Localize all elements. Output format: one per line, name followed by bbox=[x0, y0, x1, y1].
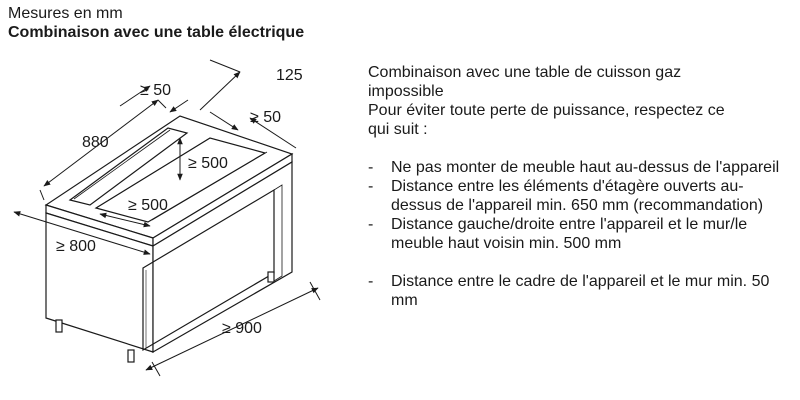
page-title: Combinaison avec une table électrique bbox=[8, 24, 305, 41]
intro-line: Pour éviter toute perte de puissance, re… bbox=[368, 102, 725, 119]
dim-cabinet-depth: ≥ 900 bbox=[222, 320, 262, 337]
dim-right-gap: ≥ 50 bbox=[250, 109, 281, 126]
list-item: Distance entre les éléments d'étagère ou… bbox=[368, 177, 788, 215]
notes-list: Ne pas monter de meuble haut au-dessus d… bbox=[368, 158, 788, 310]
dim-cutout-depth: ≥ 500 bbox=[188, 155, 228, 172]
dim-front-width: ≥ 800 bbox=[56, 238, 96, 255]
list-item: Distance entre le cadre de l'appareil et… bbox=[368, 272, 788, 310]
header: Mesures en mm Combinaison avec une table… bbox=[8, 4, 304, 42]
intro-line: Combinaison avec une table de cuisson ga… bbox=[368, 64, 682, 81]
intro-line: qui suit : bbox=[368, 121, 428, 138]
foot-right bbox=[267, 271, 275, 283]
dimension-lines bbox=[13, 59, 321, 377]
dimension-labels: ≥ 50 125 ≥ 50 880 ≥ 500 ≥ 500 ≥ 800 ≥ 90… bbox=[56, 67, 303, 337]
foot-front bbox=[127, 349, 135, 363]
list-item: Distance gauche/droite entre l'appareil … bbox=[368, 215, 788, 253]
dim-top-gap: ≥ 50 bbox=[140, 82, 171, 99]
intro-line: impossible bbox=[368, 83, 444, 100]
list-item: Ne pas monter de meuble haut au-dessus d… bbox=[368, 158, 788, 177]
units-label: Mesures en mm bbox=[8, 5, 123, 22]
foot-left bbox=[55, 319, 63, 333]
dim-depth: 880 bbox=[82, 134, 109, 151]
installation-diagram: ≥ 50 125 ≥ 50 880 ≥ 500 ≥ 500 ≥ 800 ≥ 90… bbox=[13, 59, 321, 377]
notes-intro: Combinaison avec une table de cuisson ga… bbox=[368, 63, 788, 139]
dim-top-right: 125 bbox=[276, 67, 303, 84]
installation-notes: Combinaison avec une table de cuisson ga… bbox=[368, 63, 788, 310]
dim-cutout-width: ≥ 500 bbox=[128, 197, 168, 214]
